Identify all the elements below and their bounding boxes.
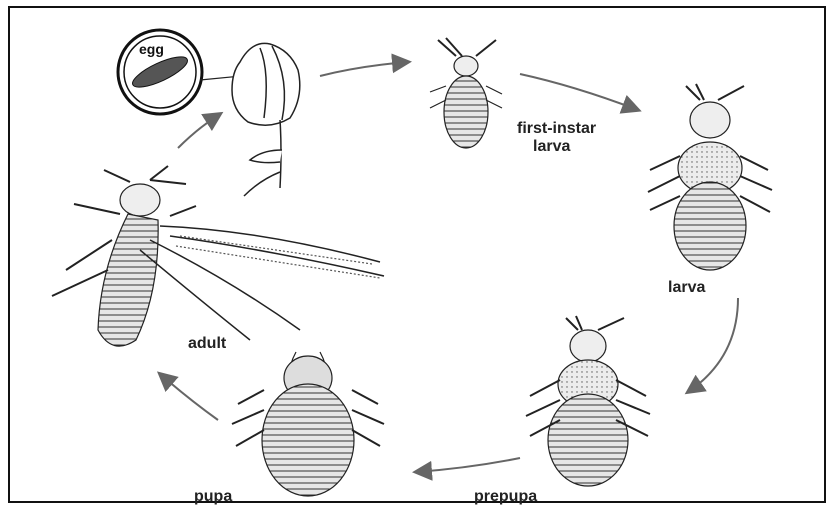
first-instar-label: first-instar <box>517 120 596 137</box>
arrow-adult-to-bud <box>178 114 220 148</box>
prepupa-icon <box>526 316 650 486</box>
first-instar-larva-icon <box>430 38 502 148</box>
pupa-label: pupa <box>194 488 232 505</box>
adult-label: adult <box>188 335 226 352</box>
arrow-pupa-to-adult <box>160 374 218 420</box>
arrow-first-instar-to-larva <box>520 74 638 110</box>
arrow-bud-to-first-instar <box>320 62 408 76</box>
larva-label: larva <box>668 279 705 296</box>
egg-label: egg <box>139 41 164 57</box>
arrow-prepupa-to-pupa <box>416 458 520 472</box>
arrow-larva-to-prepupa <box>688 298 738 392</box>
adult-thrips-icon <box>52 166 384 346</box>
flower-bud-icon <box>232 43 300 196</box>
first-instar-label-line-2: larva <box>533 138 570 155</box>
larva-icon <box>648 84 772 270</box>
prepupa-label: prepupa <box>474 488 537 505</box>
pupa-icon <box>232 352 384 496</box>
